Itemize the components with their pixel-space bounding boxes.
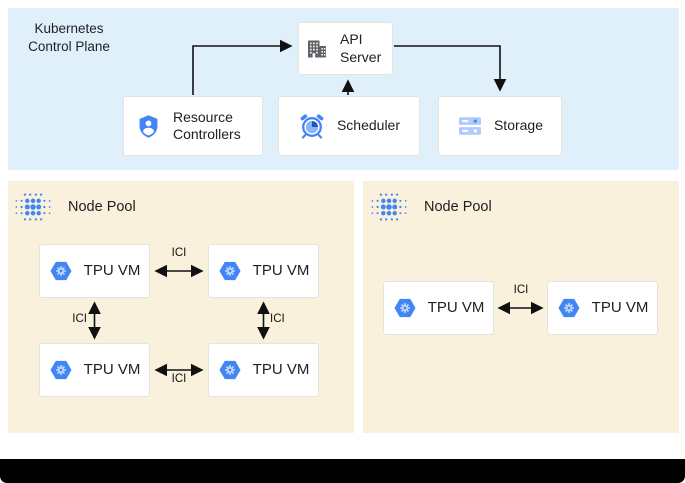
tpu-vm-label: TPU VM [427,298,485,316]
alarm-clock-icon [298,112,326,140]
ici-link-label: ICI [72,313,87,325]
tpu-vm-label: TPU VM [591,298,649,316]
tpu-hexagon-icon [218,259,242,283]
node-pool-panel-right: Node Pool ICI [363,181,679,433]
node-pool-title: Node Pool [424,199,492,215]
control-plane-title: Kubernetes Control Plane [28,21,110,55]
node-pool-title: Node Pool [68,199,136,215]
ici-link-label: ICI [513,284,529,296]
api-server-node: API Server [298,22,393,75]
tpu-hexagon-icon [557,296,581,320]
tpu-vm-label: TPU VM [252,360,310,378]
tpu-vm-label: TPU VM [83,261,141,279]
tpu-vm-node: TPU VM [39,244,150,298]
storage-label: Storage [493,117,544,134]
scheduler-node: Scheduler [278,96,420,156]
ici-link-label: ICI [171,373,187,385]
storage-node: Storage [438,96,562,156]
control-plane-panel: Kubernetes Control Plane [8,8,679,170]
ici-link-label: ICI [171,247,187,259]
tpu-vm-node: TPU VM [39,343,150,397]
node-pool-panel-left: Node Pool ICI ICI ICI ICI [8,181,354,433]
storage-disks-icon [457,113,483,139]
dot-matrix-icon [370,188,408,226]
dot-matrix-icon [14,188,52,226]
tpu-vm-node: TPU VM [208,343,319,397]
api-server-label: API Server [340,31,382,65]
tpu-vm-label: TPU VM [83,360,141,378]
tpu-vm-node: TPU VM [547,281,658,335]
tpu-hexagon-icon [218,358,242,382]
ici-link-label: ICI [270,313,285,325]
arrow-resource-controllers-to-api-server [192,39,293,95]
resource-controllers-node: Resource Controllers [123,96,263,156]
building-icon [305,37,329,61]
tpu-hexagon-icon [49,358,73,382]
tpu-vm-node: TPU VM [383,281,494,335]
tpu-hexagon-icon [393,296,417,320]
arrow-api-server-to-storage [394,45,507,92]
resource-controllers-label: Resource Controllers [173,108,241,143]
tpu-vm-label: TPU VM [252,261,310,279]
tpu-vm-node: TPU VM [208,244,319,298]
scheduler-label: Scheduler [336,117,401,134]
shield-person-icon [135,113,162,140]
tpu-hexagon-icon [49,259,73,283]
bottom-player-bar [0,459,685,483]
